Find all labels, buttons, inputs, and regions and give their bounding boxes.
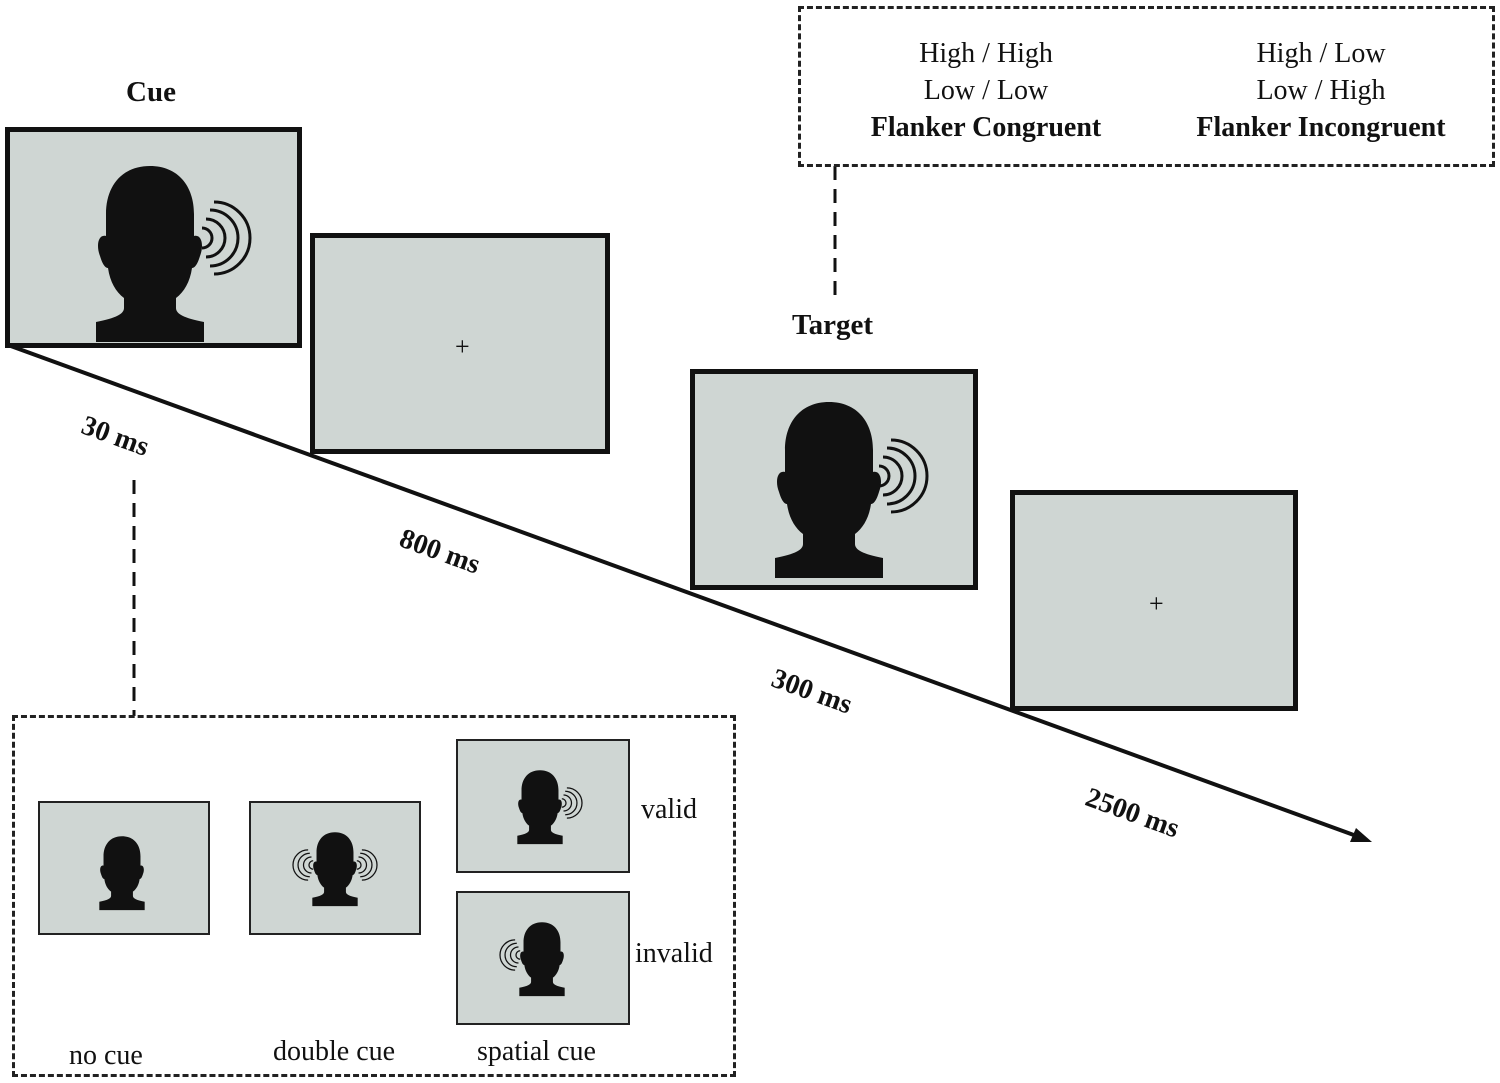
cue-screen [5, 127, 302, 348]
valid-label: valid [641, 794, 697, 825]
double-cue-illustration [292, 832, 378, 907]
no-cue-illustration [99, 836, 145, 911]
double-cue-screen [249, 801, 421, 935]
fixation-screen-2: + [1010, 490, 1298, 711]
timeline-arrowhead [1350, 828, 1372, 842]
spatial-cue-label: spatial cue [477, 1036, 596, 1067]
invalid-label: invalid [635, 938, 713, 969]
head-silhouette-icon [519, 922, 565, 997]
timeline-arrow [7, 343, 1363, 840]
target-stage-label: Target [792, 309, 874, 341]
spatial-invalid-illustration [499, 922, 565, 997]
congruent-line-2: Low / Low [923, 75, 1049, 106]
cue-stage-label: Cue [126, 76, 176, 108]
cue-types-box: no cue double cue valid inval [12, 715, 736, 1077]
no-cue-label: no cue [69, 1040, 143, 1071]
sound-waves-icon [200, 200, 252, 276]
double-cue-label: double cue [273, 1036, 396, 1067]
spatial-valid-screen [456, 739, 630, 873]
spatial-invalid-screen [456, 891, 630, 1025]
incongruent-label: Flanker Incongruent [1196, 112, 1446, 143]
congruent-label: Flanker Congruent [870, 112, 1102, 143]
head-silhouette-icon [517, 770, 563, 845]
incongruent-line-2: Low / High [1256, 75, 1386, 106]
sound-waves-icon [499, 939, 521, 971]
target-head-illustration [775, 402, 929, 578]
fixation-screen-1: + [310, 233, 610, 454]
flanker-conditions-box: High / High Low / Low Flanker Congruent … [798, 6, 1495, 167]
flanker-congruent-group: High / High Low / Low Flanker Congruent [841, 35, 1131, 146]
flanker-incongruent-group: High / Low Low / High Flanker Incongruen… [1171, 35, 1471, 146]
sound-waves-icon [877, 438, 929, 514]
head-silhouette-icon [775, 402, 883, 578]
sound-waves-left-icon [292, 849, 314, 881]
head-silhouette-icon [312, 832, 358, 907]
congruent-line-1: High / High [919, 38, 1053, 69]
cue-head-illustration [96, 166, 252, 342]
head-silhouette-icon [96, 166, 204, 342]
fixation-cross: + [455, 332, 470, 361]
sound-waves-right-icon [356, 849, 378, 881]
incongruent-line-1: High / Low [1256, 38, 1386, 69]
no-cue-screen [38, 801, 210, 935]
head-silhouette-icon [99, 836, 145, 911]
spatial-valid-illustration [517, 770, 583, 845]
sound-waves-icon [561, 787, 583, 819]
fixation-cross: + [1149, 589, 1164, 618]
target-screen [690, 369, 978, 590]
